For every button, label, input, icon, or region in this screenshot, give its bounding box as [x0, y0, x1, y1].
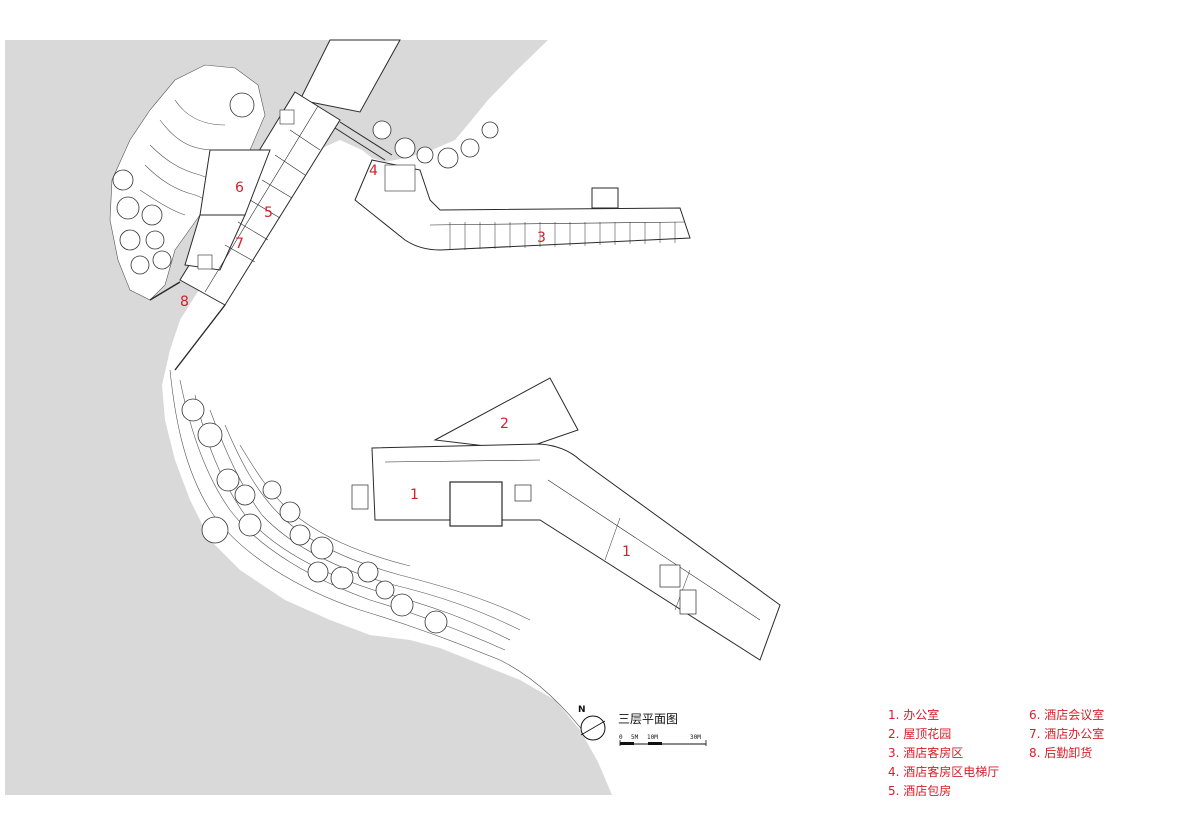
room-number-5: 5 — [264, 205, 273, 221]
room-number-1-east: 1 — [622, 544, 631, 560]
roof-garden-outline — [433, 377, 579, 451]
legend-item-hotel-office: 7. 酒店办公室 — [1029, 727, 1105, 741]
entrance-block — [299, 39, 401, 161]
north-arrow: N — [578, 705, 606, 744]
west-wing — [149, 91, 341, 371]
room-number-7: 7 — [235, 236, 244, 252]
north-label: N — [578, 705, 586, 715]
scale-label-10m: 10M — [647, 734, 658, 741]
trees — [112, 92, 499, 634]
legend-right-column: 6. 酒店会议室 7. 酒店办公室 8. 后勤卸货 — [1029, 706, 1104, 763]
room-number-1-west: 1 — [410, 487, 419, 503]
room-number-8: 8 — [180, 294, 189, 310]
scale-label-30m: 30M — [690, 734, 701, 741]
office-building — [351, 377, 781, 661]
legend-item-private-rooms: 5. 酒店包房 — [888, 784, 952, 798]
legend-item-office: 1. 办公室 — [888, 708, 940, 722]
legend-item-guestrooms: 3. 酒店客房区 — [888, 746, 964, 760]
hotel-guestroom-wing — [354, 159, 691, 251]
legend-left-column: 1. 办公室 2. 屋顶花园 3. 酒店客房区 4. 酒店客房区电梯厅 5. 酒… — [888, 706, 999, 801]
room-number-2: 2 — [500, 416, 509, 432]
room-number-6: 6 — [235, 180, 244, 196]
room-number-4: 4 — [369, 163, 378, 179]
scale-label-5m: 5M — [631, 734, 639, 741]
scale-bar: 0 5M 10M 30M — [619, 734, 707, 746]
legend: 1. 办公室 2. 屋顶花园 3. 酒店客房区 4. 酒店客房区电梯厅 5. 酒… — [888, 706, 1148, 802]
plan-title: 三层平面图 — [618, 712, 678, 726]
legend-item-logistics: 8. 后勤卸货 — [1029, 746, 1093, 760]
legend-item-roof-garden: 2. 屋顶花园 — [888, 727, 952, 741]
room-number-3: 3 — [537, 230, 546, 246]
contour-lines — [139, 99, 591, 741]
legend-item-meeting-room: 6. 酒店会议室 — [1029, 708, 1105, 722]
scale-label-0: 0 — [619, 734, 623, 741]
legend-item-elevator-lobby: 4. 酒店客房区电梯厅 — [888, 765, 1000, 779]
